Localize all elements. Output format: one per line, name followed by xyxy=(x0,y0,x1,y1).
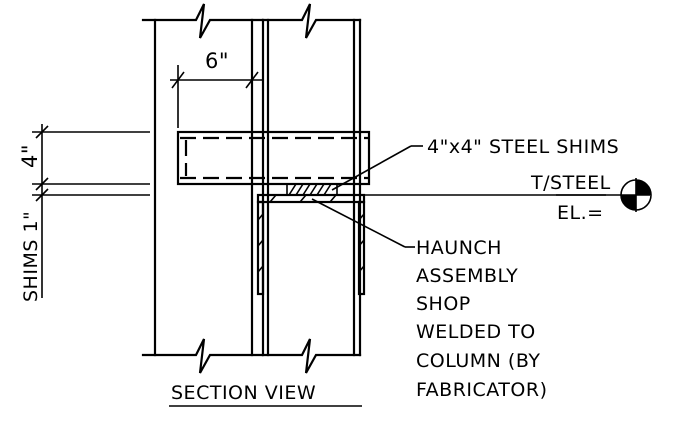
shims-dimension-label: SHIMS 1" xyxy=(20,211,42,302)
shims-callout: 4"x4" STEEL SHIMS xyxy=(331,136,619,191)
haunch-line-2: ASSEMBLY xyxy=(416,265,518,287)
haunch-line-5: COLUMN (BY xyxy=(416,350,540,372)
haunch-line-1: HAUNCH xyxy=(416,237,502,259)
section-title-text: SECTION VIEW xyxy=(171,382,316,404)
elevation-label-top: T/STEEL xyxy=(530,172,611,194)
left-dimensions: 4" SHIMS 1" xyxy=(18,124,150,302)
elevation-symbol-quadrant-1 xyxy=(636,180,651,195)
top-dimension-label: 6" xyxy=(205,49,229,73)
haunch-assembly xyxy=(256,193,366,296)
right-column-top-break xyxy=(261,3,362,39)
beam-depth-label: 4" xyxy=(18,144,42,168)
haunch-line-3: SHOP xyxy=(416,293,471,315)
right-column xyxy=(261,3,362,374)
elevation-marker: T/STEEL EL.= xyxy=(364,172,652,224)
beam-body xyxy=(176,130,371,186)
left-column xyxy=(141,3,264,374)
steel-shims xyxy=(286,183,338,196)
elevation-symbol-quadrant-2 xyxy=(621,195,636,210)
top-dimension: 6" xyxy=(170,49,262,128)
section-title: SECTION VIEW xyxy=(169,382,362,407)
left-column-bottom-break xyxy=(141,338,264,374)
right-column-bottom-break xyxy=(261,338,362,374)
left-column-top-break xyxy=(141,3,264,39)
haunch-line-6: FABRICATOR) xyxy=(416,379,548,401)
haunch-callout: HAUNCH ASSEMBLY SHOP WELDED TO COLUMN (B… xyxy=(311,198,548,401)
haunch-line-4: WELDED TO xyxy=(416,321,536,343)
beam xyxy=(176,130,371,186)
elevation-label-bottom: EL.= xyxy=(557,202,604,224)
shims-callout-text: 4"x4" STEEL SHIMS xyxy=(427,136,619,158)
